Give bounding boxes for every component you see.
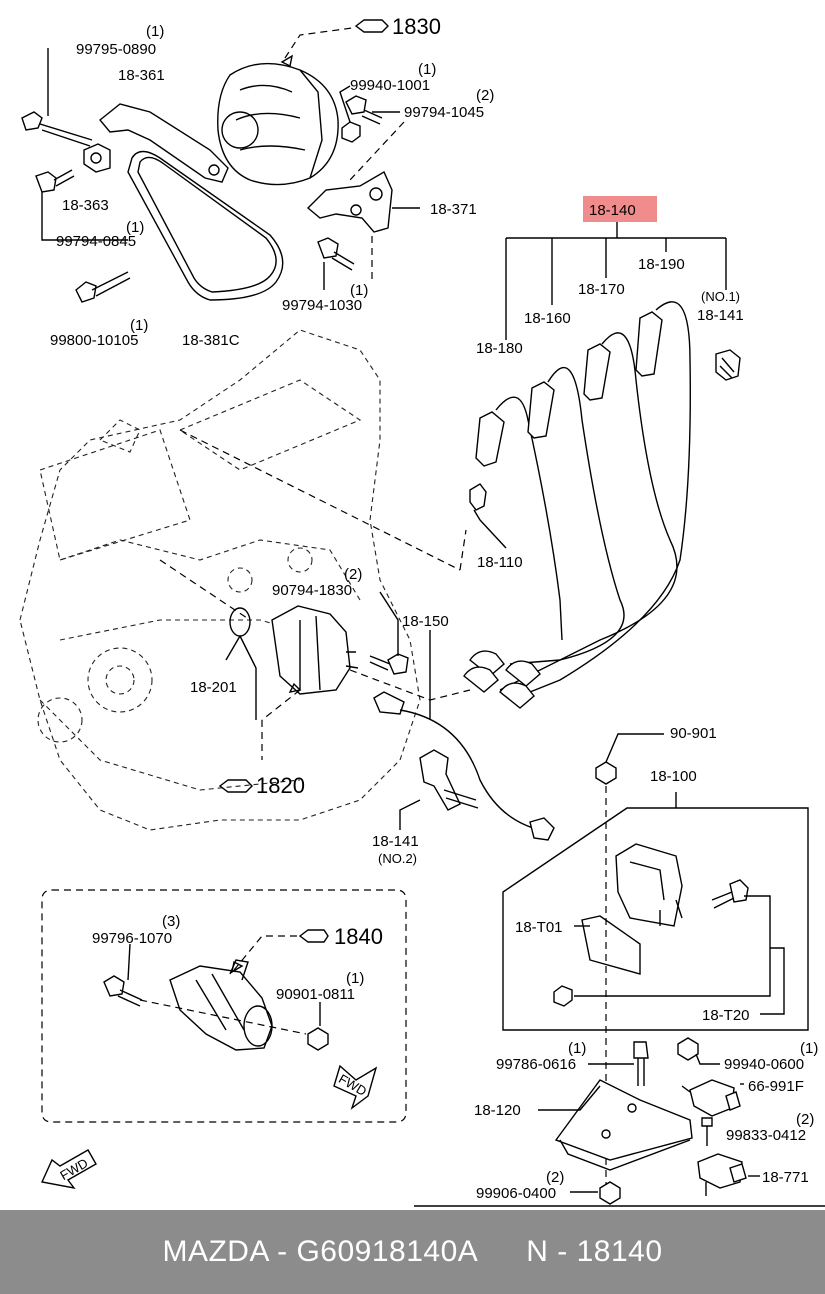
clip-18-141-no1 [715, 349, 741, 381]
label-1820: 1820 [256, 773, 305, 798]
fwd-arrow-small-icon [40, 1149, 97, 1190]
fwd-arrow-icon [333, 1064, 378, 1110]
sensor-bracket-group [538, 1037, 760, 1205]
qty-99800-10105: (1) [130, 317, 148, 334]
alternator-assembly [217, 27, 353, 186]
label-18-363: 18-363 [62, 197, 109, 214]
label-1840: 1840 [334, 924, 383, 949]
label-99906-0400: 99906-0400 [476, 1185, 556, 1202]
label-18-120: 18-120 [474, 1102, 521, 1119]
bolt-99795-0890 [21, 48, 93, 147]
label-90-901: 90-901 [670, 725, 717, 742]
label-99786-0616: 99786-0616 [496, 1056, 576, 1073]
spark-plug-18-110 [469, 483, 507, 549]
bolt-99794-0845 [35, 169, 128, 241]
label-18-381c: 18-381C [182, 332, 240, 349]
starter-group [41, 889, 407, 1123]
qty-99794-0845: (1) [126, 219, 144, 236]
clamp-18-363 [83, 143, 111, 173]
drive-belt-18-381c [127, 150, 284, 301]
bracket-18-361 [99, 103, 229, 183]
label-99833-0412: 99833-0412 [726, 1127, 806, 1144]
label-18-190: 18-190 [638, 256, 685, 273]
labels: (1) 99795-0890 1830 18-361 (1) 99940-100… [50, 14, 818, 1202]
bolt-99794-1030 [317, 237, 355, 290]
label-99796-1070: 99796-1070 [92, 930, 172, 947]
reference-1820-icon [218, 779, 253, 793]
bolt-99800-10105 [75, 271, 131, 303]
label-18-141-no1: 18-141 [697, 307, 744, 324]
adjuster-18-371 [306, 121, 420, 280]
label-99794-0845: 99794-0845 [56, 233, 136, 250]
label-18-t20: 18-T20 [702, 1007, 750, 1024]
qty-90794-1830: (2) [344, 566, 362, 583]
nut-99940-1001 [339, 85, 361, 143]
label-18-170: 18-170 [578, 281, 625, 298]
qty-99795-0890: (1) [146, 23, 164, 40]
qty-99794-1030: (1) [350, 282, 368, 299]
footer-part-number: MAZDA - G60918140A [162, 1235, 479, 1268]
label-99794-1030: 99794-1030 [282, 297, 362, 314]
footer-catalog-ref: N - 18140 [526, 1235, 663, 1268]
label-66-991f: 66-991F [748, 1078, 804, 1095]
label-90901-0811: 90901-0811 [276, 986, 355, 1003]
qty-99794-1045: (2) [476, 87, 494, 104]
label-99795-0890: 99795-0890 [76, 41, 156, 58]
plug-wires [459, 301, 691, 709]
label-18-371: 18-371 [430, 201, 477, 218]
label-18-110: 18-110 [477, 554, 523, 571]
engine-block [19, 329, 471, 831]
label-no1: (NO.1) [701, 289, 740, 304]
label-18-361: 18-361 [118, 67, 165, 84]
label-99940-1001: 99940-1001 [350, 77, 430, 94]
qty-99796-1070: (3) [162, 913, 180, 930]
label-99794-1045: 99794-1045 [404, 104, 484, 121]
parts-diagram: (1) 99795-0890 1830 18-361 (1) 99940-100… [19, 14, 825, 1207]
ignition-coil-group [502, 733, 809, 1200]
reference-1830-icon [354, 19, 389, 33]
qty-99940-0600: (1) [800, 1040, 818, 1057]
label-99940-0600: 99940-0600 [724, 1056, 804, 1073]
bolt-99794-1045 [345, 95, 400, 125]
highlight-18-140 [583, 196, 657, 222]
label-1830: 1830 [392, 14, 441, 39]
label-no2: (NO.2) [378, 851, 417, 866]
clip-18-141-no2 [399, 749, 479, 830]
label-18-201: 18-201 [190, 679, 237, 696]
label-18-100: 18-100 [650, 768, 697, 785]
label-18-771: 18-771 [762, 1169, 809, 1186]
label-18-150: 18-150 [402, 613, 449, 630]
label-18-141-no2: 18-141 [372, 833, 419, 850]
qty-90901-0811: (1) [346, 970, 364, 987]
label-99800-10105: 99800-10105 [50, 332, 138, 349]
qty-99833-0412: (2) [796, 1111, 814, 1128]
wire-set-tree [505, 222, 727, 340]
footer-bar: MAZDA - G60918140A N - 18140 [0, 1210, 825, 1294]
label-18-180: 18-180 [476, 340, 523, 357]
qty-99940-1001: (1) [418, 61, 436, 78]
label-18-t01: 18-T01 [515, 919, 563, 936]
qty-99786-0616: (1) [568, 1040, 586, 1057]
label-18-140: 18-140 [589, 202, 636, 219]
label-90794-1830: 90794-1830 [272, 582, 352, 599]
label-18-160: 18-160 [524, 310, 571, 327]
coil-wire-18-150 [373, 630, 555, 841]
qty-99906-0400: (2) [546, 1169, 564, 1186]
